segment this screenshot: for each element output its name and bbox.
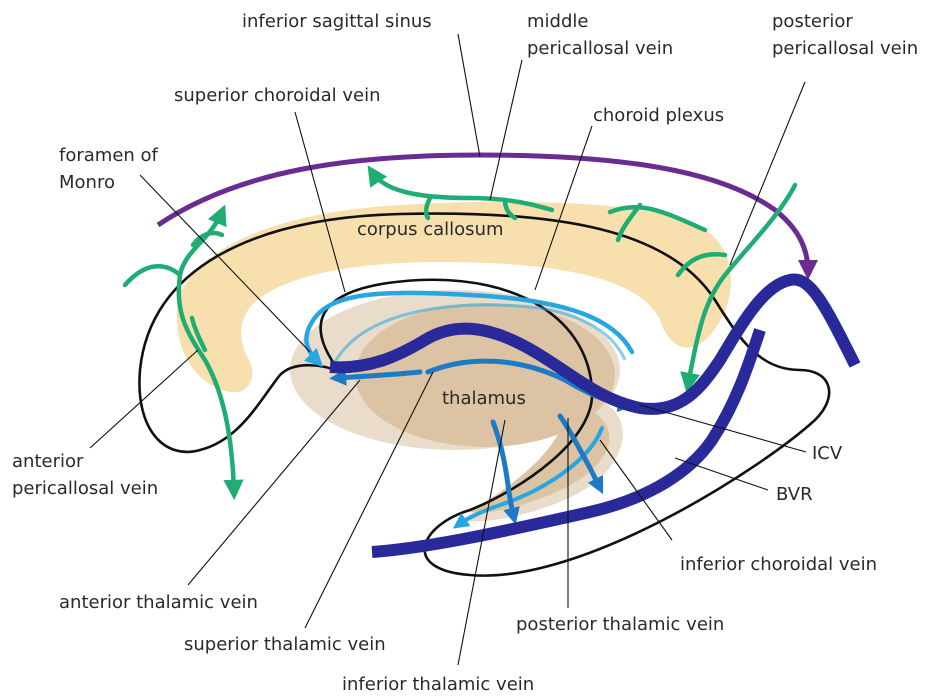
label-foramen-of-monro-line2: Monro bbox=[59, 172, 115, 193]
leader-anterior-pericallosal bbox=[90, 350, 198, 448]
anterior-pericallosal-branch-1 bbox=[125, 266, 180, 285]
leader-bvr bbox=[675, 458, 768, 490]
label-inferior-thalamic-vein: inferior thalamic vein bbox=[342, 674, 534, 695]
label-foramen-of-monro-line1: foramen of bbox=[59, 145, 159, 166]
label-superior-choroidal-vein: superior choroidal vein bbox=[174, 85, 380, 106]
label-icv: ICV bbox=[812, 443, 843, 464]
label-anterior-pericallosal-line1: anterior bbox=[12, 451, 84, 472]
label-corpus-callosum: corpus callosum bbox=[357, 219, 504, 240]
label-posterior-pericallosal-line2: pericallosal vein bbox=[772, 38, 918, 59]
label-middle-pericallosal-line2: pericallosal vein bbox=[527, 38, 673, 59]
label-posterior-thalamic-vein: posterior thalamic vein bbox=[516, 614, 724, 635]
label-inferior-sagittal-sinus: inferior sagittal sinus bbox=[242, 11, 432, 32]
label-choroid-plexus: choroid plexus bbox=[593, 105, 724, 126]
label-anterior-thalamic-vein: anterior thalamic vein bbox=[59, 592, 258, 613]
leader-anterior-thalamic bbox=[188, 380, 360, 585]
label-superior-thalamic-vein: superior thalamic vein bbox=[184, 634, 386, 655]
leader-inferior-sagittal-sinus bbox=[458, 34, 480, 157]
label-posterior-pericallosal-line1: posterior bbox=[772, 11, 853, 32]
label-anterior-pericallosal-line2: pericallosal vein bbox=[12, 478, 158, 499]
label-inferior-choroidal-vein: inferior choroidal vein bbox=[680, 554, 877, 575]
label-thalamus: thalamus bbox=[442, 388, 526, 409]
label-bvr: BVR bbox=[776, 484, 813, 505]
leader-middle-pericallosal bbox=[490, 60, 522, 200]
leader-posterior-pericallosal bbox=[730, 82, 805, 265]
label-middle-pericallosal-line1: middle bbox=[527, 11, 588, 32]
